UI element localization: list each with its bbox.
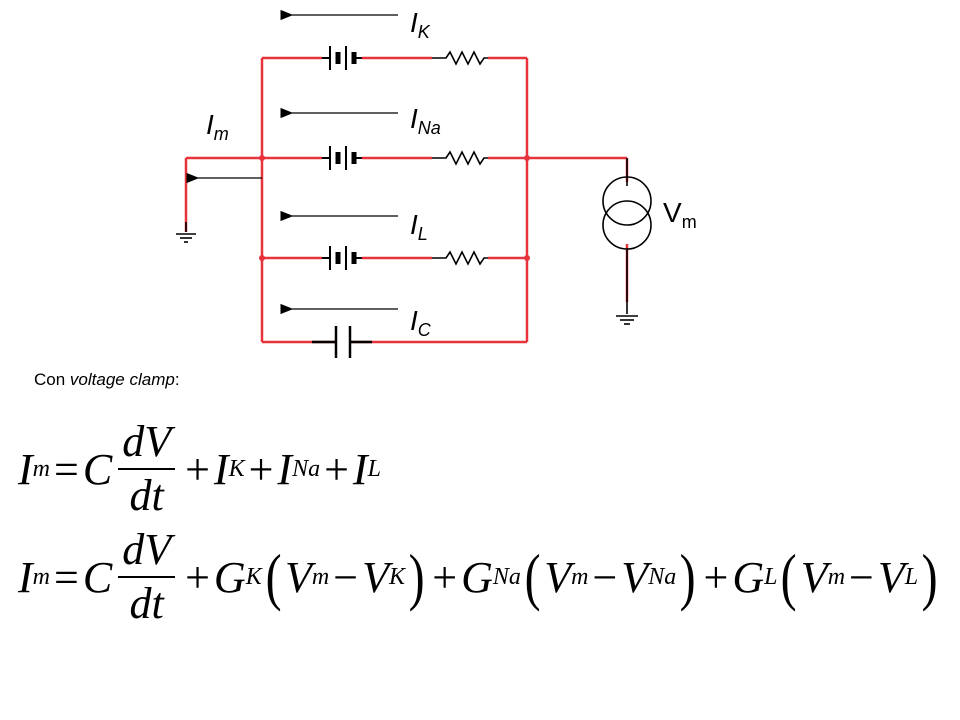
current-source [602, 158, 652, 302]
resistor-k [432, 50, 488, 66]
current-arrows [186, 9, 398, 315]
capacitor [312, 326, 372, 358]
ground-left [176, 222, 196, 243]
label-il: IL [410, 209, 428, 244]
battery-l [322, 246, 362, 270]
label-ina: INa [410, 103, 441, 138]
caption: Con voltage clamp: [34, 370, 180, 389]
junction-dots [259, 155, 530, 261]
resistor-na [432, 150, 488, 166]
label-ik: IK [410, 7, 431, 42]
circuit-diagram: IK INa IL IC Im Vm [176, 7, 697, 358]
label-ic: IC [410, 305, 432, 340]
fraction-dv-dt: dV dt [118, 420, 176, 518]
ground-right [616, 302, 638, 325]
battery-k [322, 46, 362, 70]
label-vm: Vm [663, 197, 697, 232]
label-im: Im [206, 109, 229, 144]
battery-na [322, 146, 362, 170]
red-wires [184, 56, 629, 344]
resistors [432, 50, 488, 266]
fraction-dv-dt-2: dV dt [118, 528, 176, 626]
resistor-l [432, 250, 488, 266]
